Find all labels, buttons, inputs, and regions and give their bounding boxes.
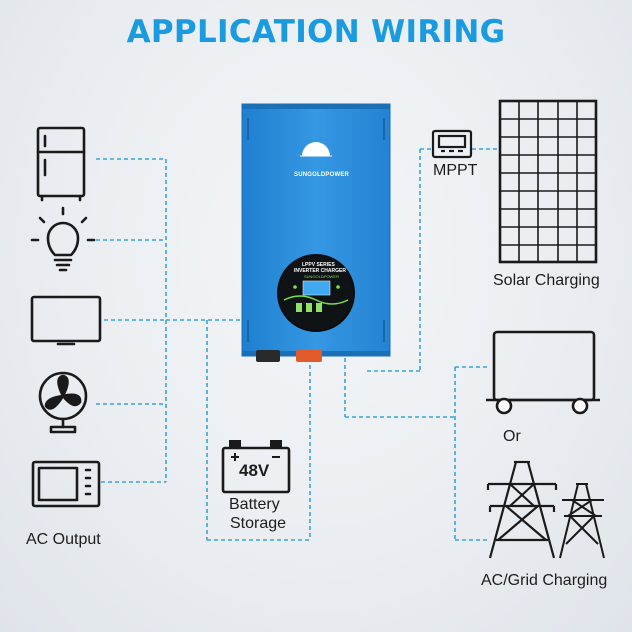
terminal-red	[296, 350, 322, 362]
tv-icon	[30, 295, 102, 346]
ac-output-label: AC Output	[26, 531, 101, 548]
inverter-brand-label: SUNGOLDPOWER	[294, 172, 350, 178]
power-tower-small-icon	[559, 483, 605, 559]
grid-charging-label: AC/Grid Charging	[481, 572, 608, 589]
or-label: Or	[503, 428, 521, 445]
mppt-label: MPPT	[433, 162, 478, 179]
battery-voltage: 48V	[239, 461, 270, 480]
fan-icon	[38, 371, 88, 434]
inverter-type-label: INVERTER CHARGER	[294, 268, 346, 274]
wiring-lines	[96, 148, 500, 541]
brand-logo-icon	[302, 142, 330, 156]
battery-label: Battery	[229, 496, 280, 513]
page-title: APPLICATION WIRING	[126, 14, 506, 50]
battery-icon	[221, 440, 291, 494]
solar-panel-icon	[498, 99, 598, 264]
power-tower-icon	[486, 460, 558, 559]
lcd-screen	[302, 280, 331, 296]
light-bulb-icon	[30, 206, 96, 272]
mppt-controller-icon	[431, 129, 473, 159]
solar-charging-label: Solar Charging	[493, 272, 600, 289]
inverter-unit	[241, 103, 391, 362]
inverter-series-label: LPPV SERIES	[302, 262, 335, 268]
generator-icon	[486, 330, 600, 415]
inverter-model-label: SUNGOLDPOWER	[304, 274, 339, 279]
microwave-icon	[31, 460, 101, 508]
fridge-icon	[36, 126, 86, 202]
storage-label: Storage	[230, 515, 287, 532]
terminal-black	[256, 350, 280, 362]
